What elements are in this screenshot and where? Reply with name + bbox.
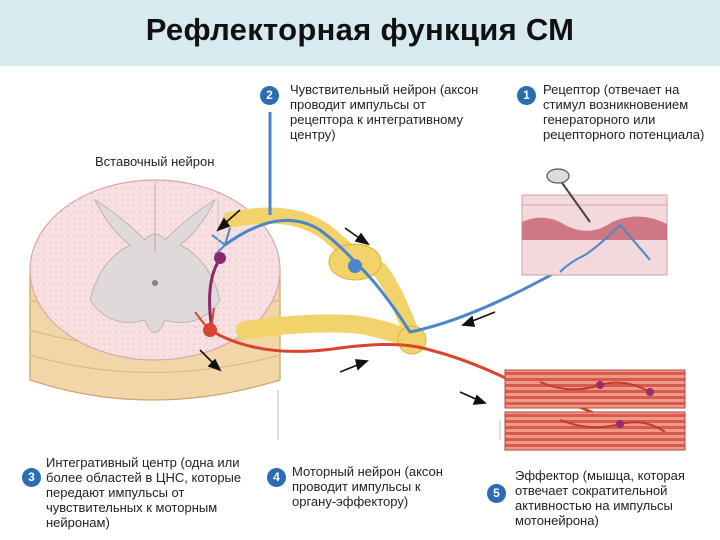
sensory-neuron-label: Чувствительный нейрон (аксон проводит им… bbox=[290, 82, 479, 142]
receptor-skin bbox=[521, 168, 668, 276]
effector-muscle bbox=[504, 369, 686, 451]
badge-3: 3 bbox=[22, 468, 41, 487]
reflex-arc-diagram bbox=[29, 112, 686, 451]
effector-label: Эффектор (мышца, которая отвечает сократ… bbox=[515, 468, 685, 528]
receptor-label: Рецептор (отвечает на стимул возникновен… bbox=[543, 82, 705, 142]
title-bar bbox=[0, 0, 720, 66]
badge-5: 5 bbox=[487, 484, 506, 503]
interneuron-path bbox=[208, 198, 226, 331]
badge-2: 2 bbox=[260, 86, 279, 105]
gray-matter bbox=[89, 198, 221, 333]
direction-arrows bbox=[199, 209, 496, 405]
page-title: Рефлекторная функция СМ bbox=[145, 12, 575, 47]
integrative-center-label: Интегративный центр (одна или более обла… bbox=[46, 455, 242, 530]
badge-4: 4 bbox=[267, 468, 286, 487]
nerve-roots bbox=[222, 207, 427, 355]
interneuron-label: Вставочный нейрон bbox=[95, 154, 215, 169]
motor-neuron-label: Моторный нейрон (аксон проводит импульсы… bbox=[292, 464, 443, 509]
badge-1: 1 bbox=[517, 86, 536, 105]
leader-lines bbox=[277, 390, 501, 440]
